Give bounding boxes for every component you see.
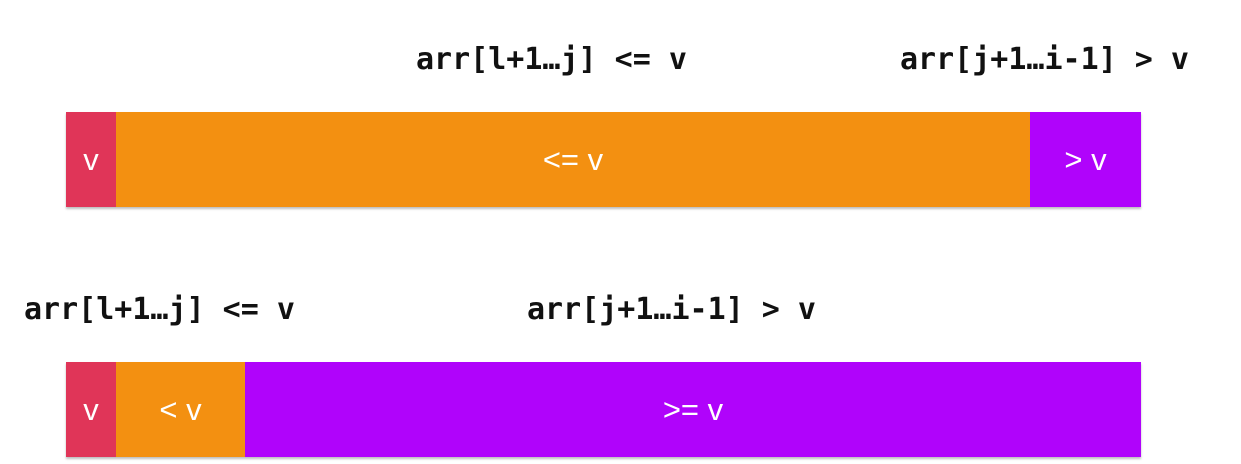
diagram1-array-bar: v <= v > v	[66, 112, 1141, 207]
diagram2-lt-segment: < v	[116, 362, 245, 457]
diagram2-left-label: arr[l+1…j] <= v	[24, 292, 295, 327]
diagram2-right-label: arr[j+1…i-1] > v	[527, 292, 816, 327]
diagram2-pivot-segment: v	[66, 362, 116, 457]
diagram2-array-bar: v < v >= v	[66, 362, 1141, 457]
diagram1-gt-segment: > v	[1030, 112, 1141, 207]
diagram1-right-label: arr[j+1…i-1] > v	[900, 42, 1189, 77]
diagram1-pivot-segment: v	[66, 112, 116, 207]
diagram1-left-label: arr[l+1…j] <= v	[416, 42, 687, 77]
diagram1-le-segment: <= v	[116, 112, 1030, 207]
diagram2-ge-segment: >= v	[245, 362, 1141, 457]
